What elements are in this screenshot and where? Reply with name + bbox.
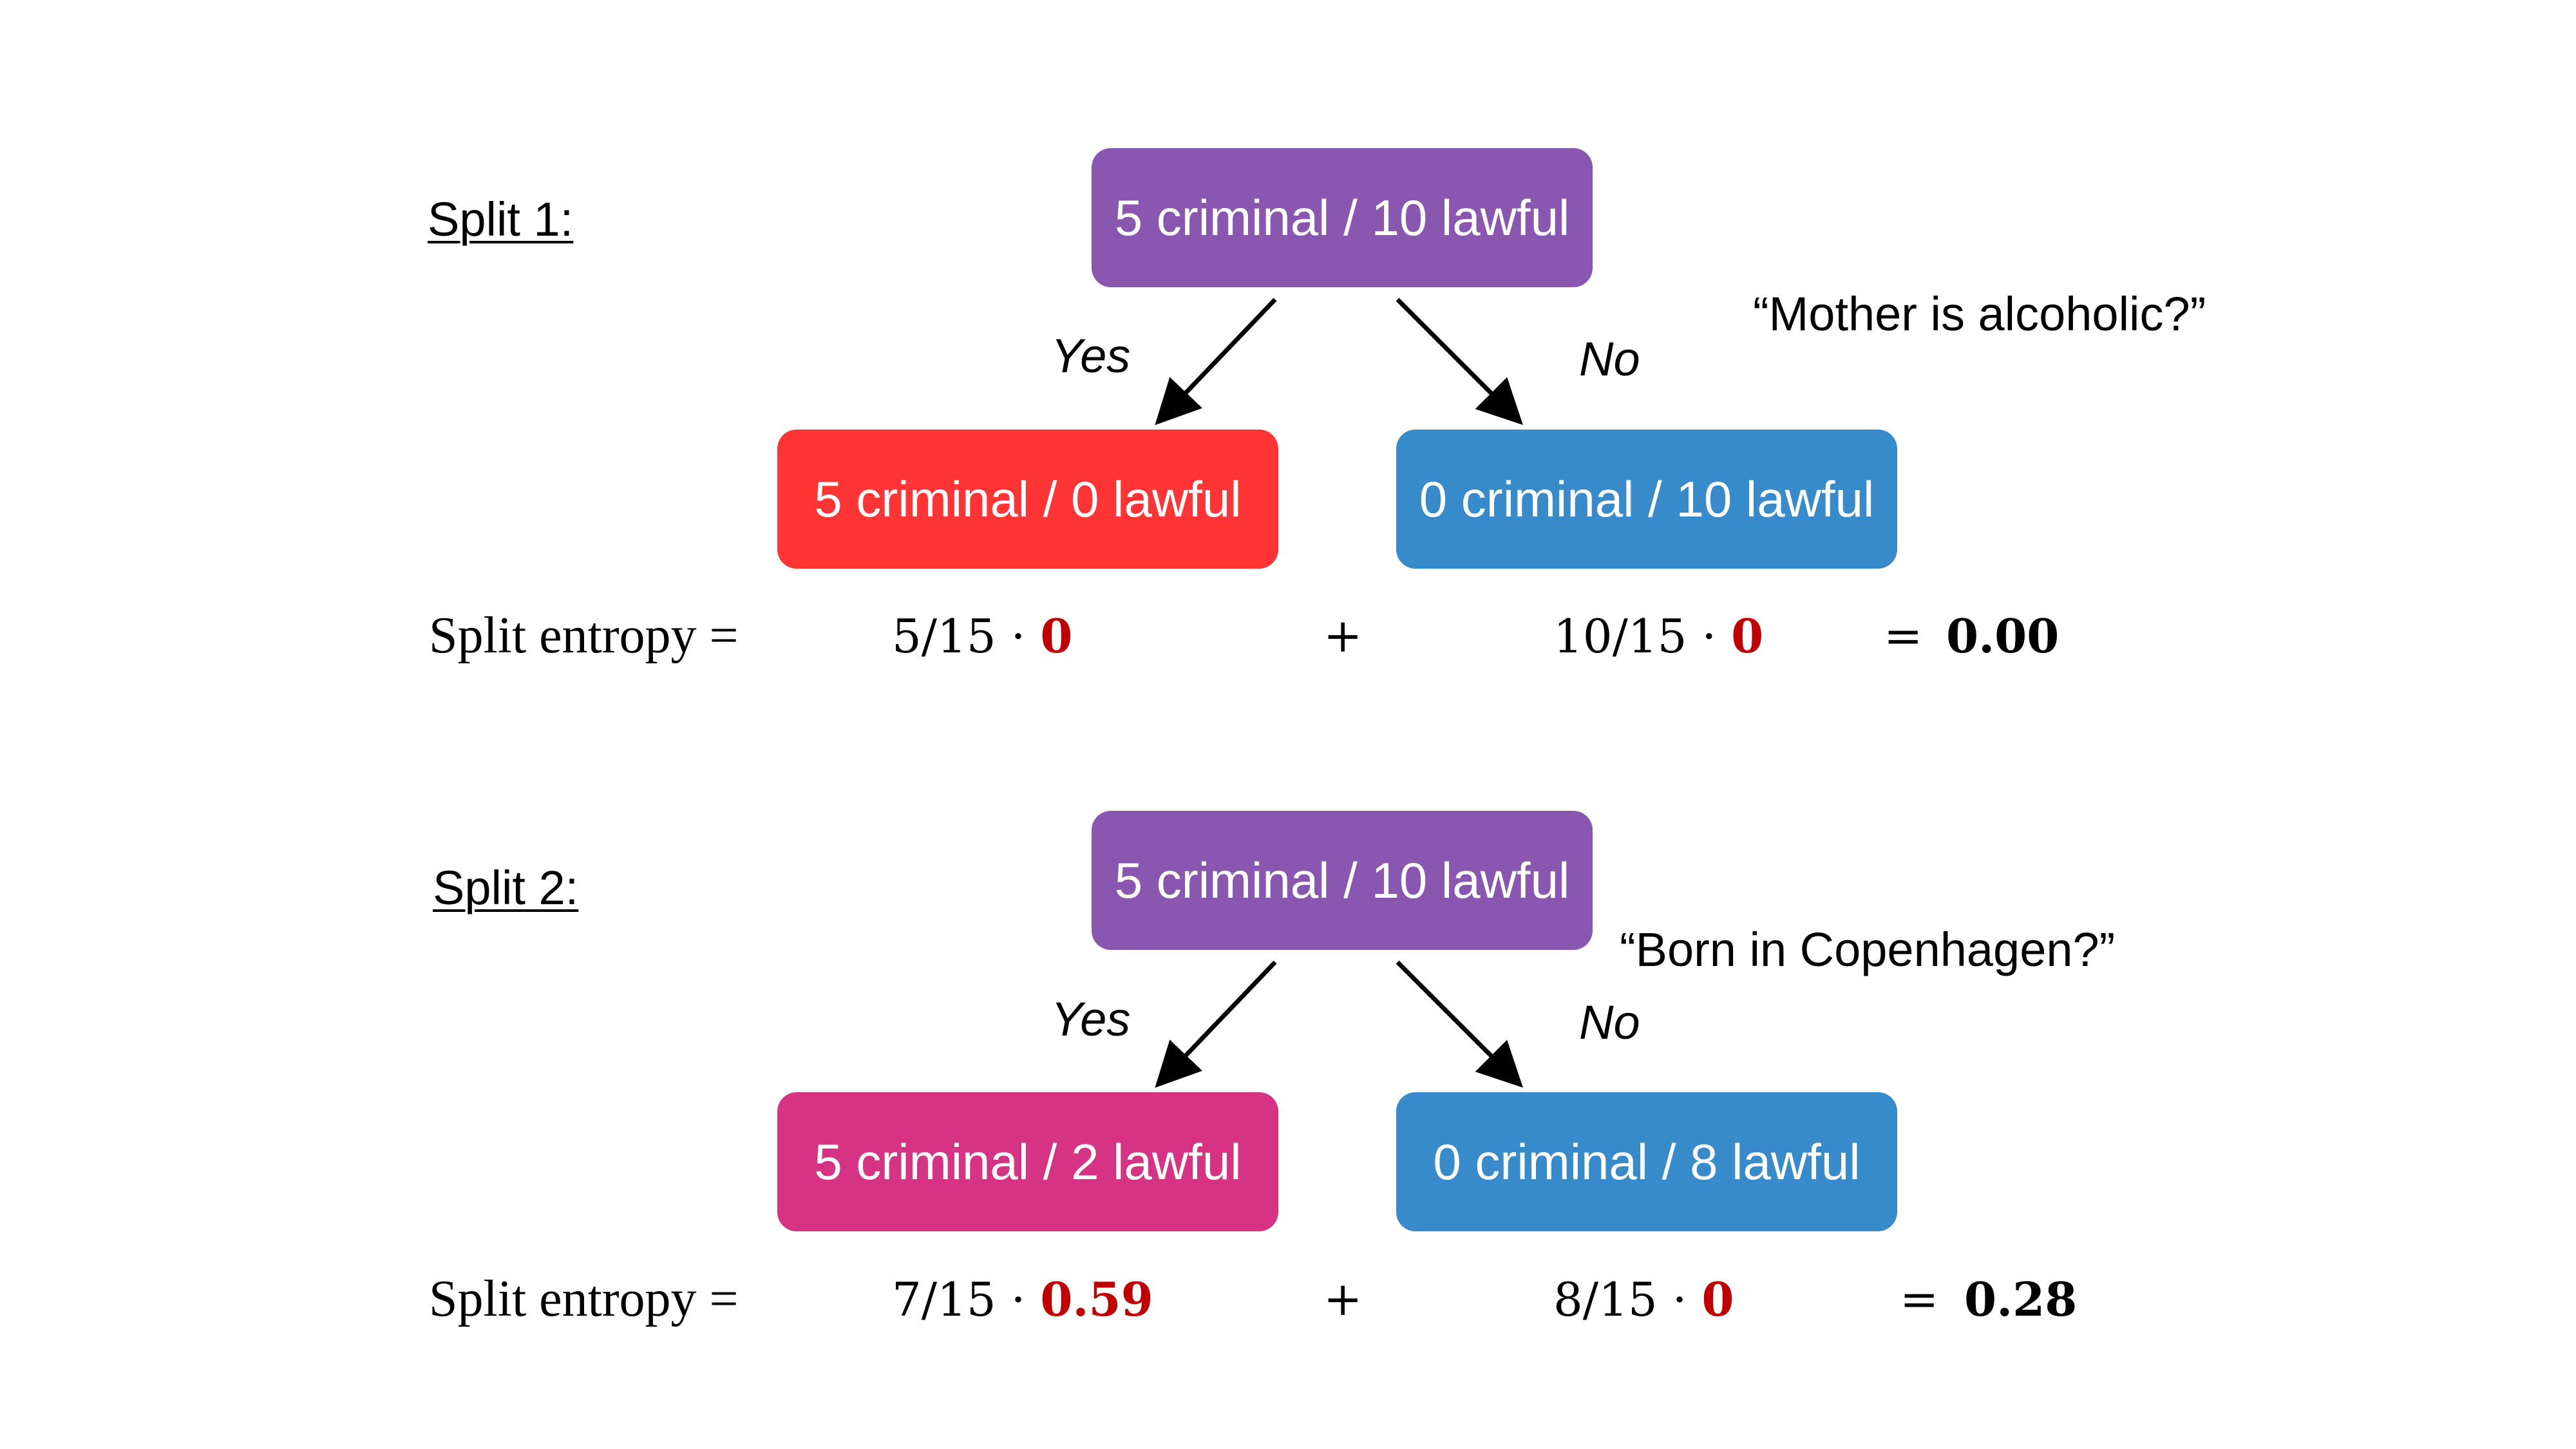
split-2-right-entropy: 0 — [1701, 1272, 1734, 1327]
split-1-label: Split 1: — [428, 193, 574, 246]
split-2-right-leaf: 0 criminal / 8 lawful — [1396, 1092, 1897, 1231]
split-2-left-weight: 7/15 · 0.59 — [892, 1272, 1153, 1327]
split-2-formula-lead: Split entropy = — [429, 1271, 739, 1327]
split2-yes-arrow — [1155, 960, 1277, 1088]
split-1-result: 0.00 — [1946, 609, 2060, 663]
split-1-yes-label: Yes — [1051, 329, 1131, 383]
split-2-result: 0.28 — [1964, 1272, 2078, 1327]
split-1-equals: = — [1884, 609, 1923, 663]
split-1-right-leaf: 0 criminal / 10 lawful — [1396, 430, 1897, 569]
split-2-yes-label: Yes — [1051, 992, 1131, 1046]
split-2-right-weight: 8/15 · 0 — [1553, 1272, 1734, 1327]
split-2-left-leaf: 5 criminal / 2 lawful — [777, 1092, 1278, 1231]
split-2-root-node: 5 criminal / 10 lawful — [1092, 811, 1593, 950]
split-1-question: “Mother is alcoholic?” — [1753, 287, 2206, 341]
split-2-question: “Born in Copenhagen?” — [1620, 923, 2116, 976]
split-1-no-label: No — [1579, 332, 1640, 386]
split-1-plus: + — [1323, 609, 1363, 663]
split2-no-arrow — [1396, 960, 1523, 1088]
split-1-left-weight: 5/15 · 0 — [892, 609, 1073, 663]
split-1-left-leaf: 5 criminal / 0 lawful — [777, 430, 1278, 569]
split1-no-arrow — [1396, 298, 1523, 425]
split1-yes-arrow — [1155, 298, 1277, 426]
split-2-plus: + — [1323, 1272, 1363, 1326]
split-1-root-node: 5 criminal / 10 lawful — [1092, 148, 1593, 287]
split-1-left-entropy: 0 — [1040, 609, 1073, 663]
split-2-no-label: No — [1579, 996, 1640, 1049]
split-1-right-weight: 10/15 · 0 — [1553, 609, 1764, 663]
split-1-formula-lead: Split entropy = — [429, 607, 739, 664]
split-2-equals: = — [1900, 1272, 1939, 1326]
split-2-left-entropy: 0.59 — [1040, 1272, 1153, 1327]
split-1-right-entropy: 0 — [1731, 609, 1764, 663]
split-2-label: Split 2: — [433, 861, 579, 914]
